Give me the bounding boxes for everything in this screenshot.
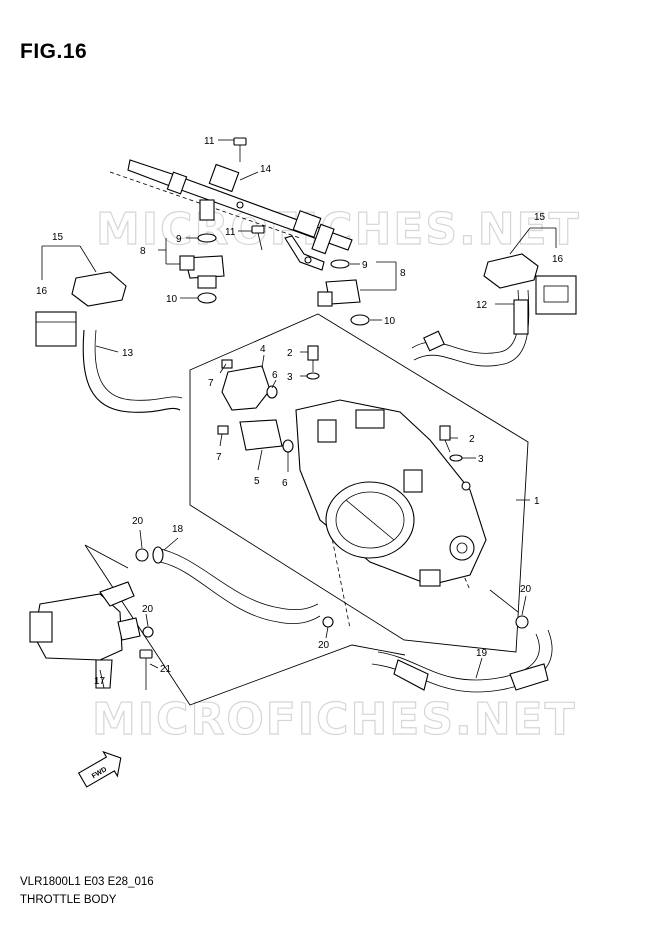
callout-21: 21 [160,664,172,675]
callout-5: 5 [254,476,260,487]
callout-4: 4 [260,344,266,355]
fuel-injector-right [317,259,370,326]
callout-10-right: 10 [384,316,396,327]
screw-21 [139,649,153,690]
callout-6-top: 6 [272,370,278,381]
clamp-20-c [322,616,334,628]
connector-left [35,271,127,347]
callout-9-left: 9 [176,234,182,245]
watermark-top: MICROFICHES.NET [96,204,581,255]
callout-15-right: 15 [534,212,546,223]
fuel-injector-left [179,233,225,304]
callout-18: 18 [172,524,184,535]
callout-3-top: 3 [287,372,293,383]
screw-2-right [439,425,463,462]
callout-16-left: 16 [36,286,48,297]
callout-16-right: 16 [552,254,564,265]
assembly-box [189,313,529,653]
hose-12 [411,289,530,367]
hose-19 [371,629,553,693]
diagram-code: VLR1800L1 E03 E28_016 [20,876,154,888]
figure-title: FIG.16 [20,40,88,63]
callout-14: 14 [260,164,272,175]
callout-20-d: 20 [520,584,532,595]
screw-2-top [306,345,320,380]
callout-2-right: 2 [469,434,475,445]
callout-10-left: 10 [166,294,178,305]
callout-20-b: 20 [142,604,154,615]
fuel-rail [127,159,353,271]
hose-18 [152,546,321,624]
throttle-position-sensor [221,359,278,411]
callout-6-bottom: 6 [282,478,288,489]
lower-box-top [84,544,129,569]
watermark-bottom: MICROFICHES.NET [92,694,577,745]
sensor-5 [217,419,294,453]
throttle-body [295,399,487,587]
callout-7-bottom: 7 [216,452,222,463]
valve-17 [29,581,141,689]
callout-11-mid: 11 [225,227,236,238]
callout-9-right: 9 [362,260,368,271]
callout-1: 1 [534,496,540,507]
leader-lines [41,139,557,689]
leader-20-right [489,589,519,613]
callout-8-right: 8 [400,268,406,279]
clamp-20-b [142,626,154,638]
dash-leader-b [319,477,351,629]
hose-13 [82,329,183,413]
callout-3-right: 3 [478,454,484,465]
callout-11-top: 11 [204,136,215,147]
fwd-arrow-icon: FWD [77,750,122,788]
callout-19: 19 [476,648,488,659]
bolt-11-mid [251,225,265,251]
diagram-name: THROTTLE BODY [20,894,117,906]
bolt-11-top [233,137,247,162]
callout-20-c: 20 [318,640,330,651]
callout-7-top: 7 [208,378,214,389]
callout-8-left: 8 [140,246,146,257]
callout-17: 17 [94,676,106,687]
callout-13: 13 [122,348,134,359]
callout-12: 12 [476,300,488,311]
callout-15-left: 15 [52,232,64,243]
callout-2-top: 2 [287,348,293,359]
clamp-20-d [515,615,529,629]
clamp-20-a [135,548,149,562]
connector-right [483,253,577,315]
callout-20-a: 20 [132,516,144,527]
